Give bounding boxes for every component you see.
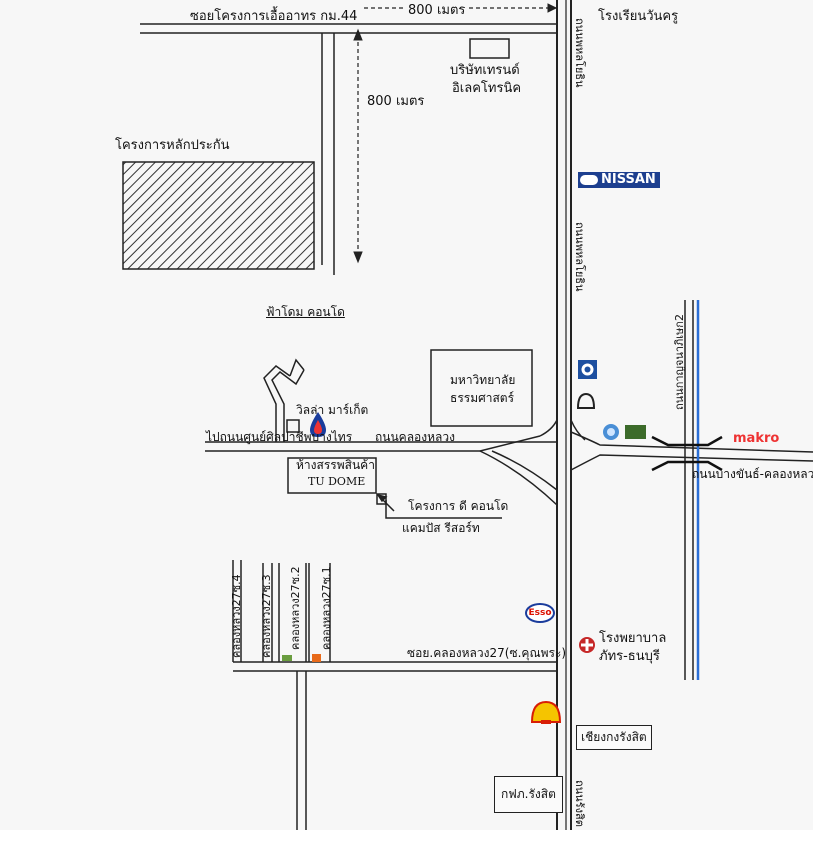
kanchanaphisek-road (684, 300, 694, 680)
mall-label-line1: ห้างสรรพสินค้า (296, 458, 375, 472)
trend-label-line1: บริษัทเทรนด์ (450, 63, 520, 78)
bangkhan-road (570, 431, 813, 471)
nissan-text: NISSAN (601, 172, 656, 187)
soi27-4-label: คลองหลวง27ซ.4 (230, 574, 243, 658)
hospital-label-line1: โรงพยาบาล (599, 631, 667, 646)
top-soi-road (140, 23, 557, 275)
trend-building (469, 38, 510, 59)
main-road-label-bottom: ถนนรังสิต (573, 780, 586, 827)
mall-label-line2: TU DOME (308, 475, 366, 488)
main-road-label-mid: ถนนพหลโยธิน (573, 222, 586, 292)
junction-connectors (539, 419, 586, 441)
hospital-icon (579, 637, 595, 653)
villa-market-building (286, 419, 300, 433)
bank-bbl-icon (576, 392, 596, 409)
campus-label: แคมปัส รีสอร์ท (402, 521, 480, 535)
villa-market-label: วิลล่า มาร์เก็ต (296, 403, 369, 417)
ptt-icon (310, 412, 326, 437)
dcondo-pointer (376, 493, 502, 519)
school-label: โรงเรียนวันครู (598, 9, 679, 24)
university-building (430, 349, 533, 427)
distance-horizontal-label: 800 เมตร (405, 3, 469, 19)
shop-icon (282, 655, 292, 661)
lotus-icon (625, 425, 646, 439)
nissan-badge-icon (580, 175, 598, 185)
project-area (122, 161, 315, 270)
distance-arrow-vertical (353, 28, 363, 264)
soi27-road (232, 560, 557, 842)
seven-eleven-icon (312, 654, 321, 662)
soi27-1-label: คลองหลวง27ซ.1 (320, 566, 333, 650)
university-label-line2: ธรรมศาสตร์ (450, 391, 515, 405)
khlong-luang-label: ถนนคลองหลวง (375, 430, 455, 444)
soi27-3-label: คลองหลวง27ซ.3 (260, 574, 273, 658)
fahdome-label: ฟ้าโดม คอนโด (266, 305, 345, 319)
project-label: โครงการหลักประกัน (115, 138, 230, 153)
main-road-label-top: ถนนพหลโยธิน (573, 18, 586, 88)
bank-ktb-icon (603, 424, 619, 440)
soi27-main-label: ซอย.คลองหลวง27(ซ.คุณพระ) (407, 646, 567, 660)
kanchanaphisek-label: ถนนกาญจนาภิเษก2 (673, 314, 686, 410)
trend-label-line2: อิเลคโทรนิค (452, 81, 522, 96)
khlong-luang-road (205, 435, 558, 506)
distance-vertical-label: 800 เมตร (365, 94, 427, 110)
fahdome-road (263, 358, 305, 442)
pea-label: กฟภ.รังสิต (494, 776, 563, 813)
overpass (651, 435, 723, 472)
shell-icon (530, 700, 562, 724)
soi27-2-label: คลองหลวง27ซ.2 (289, 566, 302, 650)
university-label-line1: มหาวิทยาลัย (450, 373, 516, 387)
hospital-label-line2: ภัทร-ธนบุรี (599, 649, 660, 664)
to-art-center-label: ไปถนนศูนย์ศิลปาชีพบางไทร (206, 430, 353, 444)
nissan-logo: NISSAN (578, 172, 660, 188)
distance-arrow-horizontal (364, 3, 558, 13)
bangkhan-label: ถนนบางขันธ์-คลองหลวง (692, 467, 813, 481)
dcondo-label: โครงการ ดี คอนโด (408, 499, 509, 513)
mall-building (287, 457, 377, 494)
esso-logo: Esso (525, 603, 555, 623)
bank-scb-icon (578, 360, 597, 379)
chiang-kong-label: เชียงกงรังสิต (576, 725, 652, 750)
top-soi-label: ซอยโครงการเอื้ออาทร กม.44 (190, 9, 358, 24)
bottom-strip (0, 830, 813, 842)
makro-logo: makro (733, 431, 780, 446)
